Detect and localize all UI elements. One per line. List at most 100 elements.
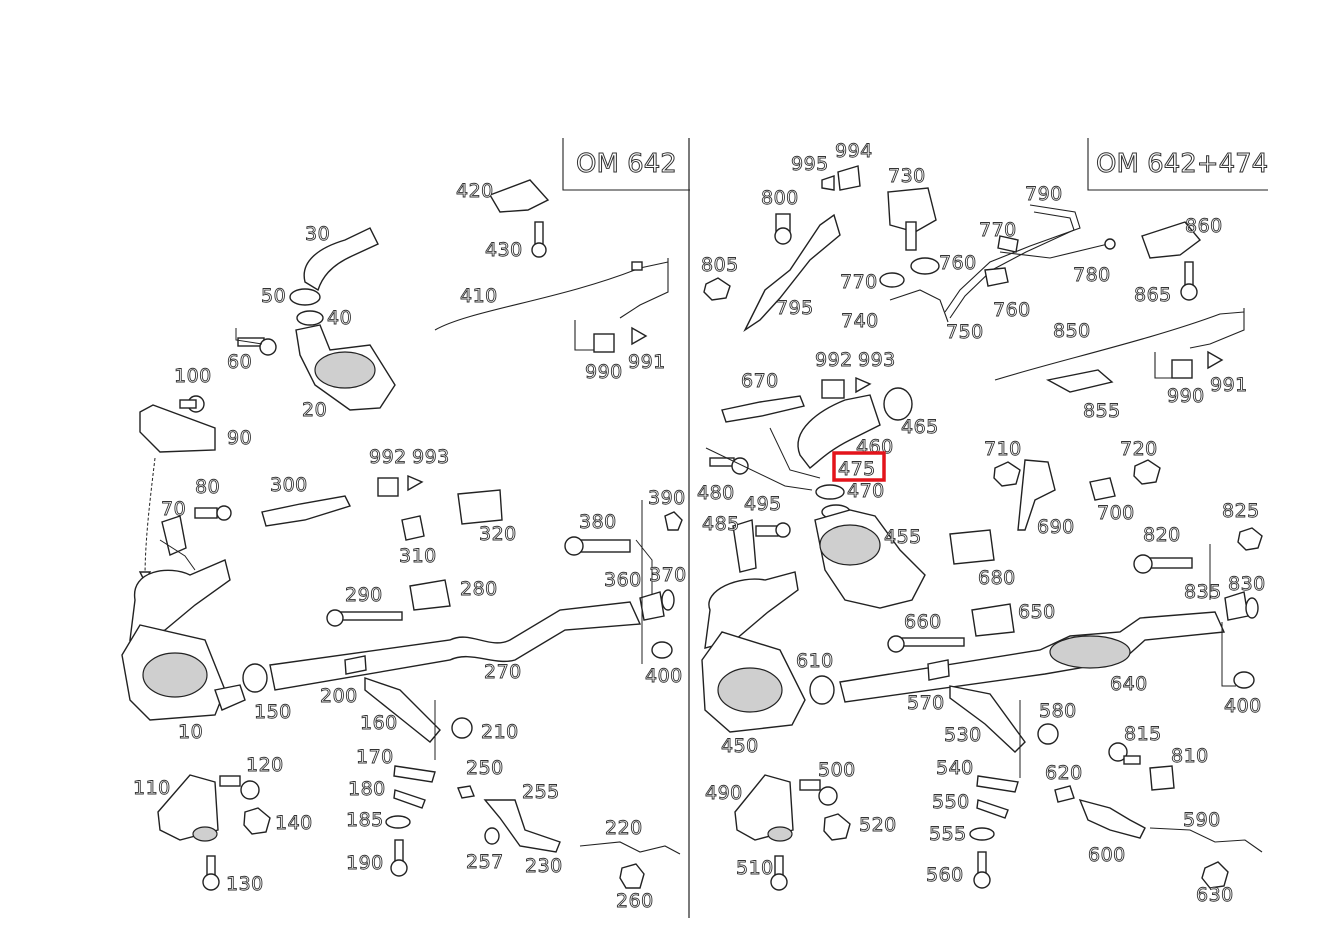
right-panel-title: OM 642+474 bbox=[1096, 149, 1268, 179]
label-210: 210 bbox=[481, 721, 519, 743]
label-30: 30 bbox=[305, 223, 330, 245]
label-560: 560 bbox=[926, 864, 964, 886]
label-991: 991 bbox=[628, 351, 666, 373]
label-185: 185 bbox=[346, 809, 384, 831]
label-540: 540 bbox=[936, 757, 974, 779]
label-825: 825 bbox=[1222, 500, 1260, 522]
label-10: 10 bbox=[178, 721, 203, 743]
label-730: 730 bbox=[888, 165, 926, 187]
label-780: 780 bbox=[1073, 264, 1111, 286]
label-550: 550 bbox=[932, 791, 970, 813]
label-700: 700 bbox=[1097, 502, 1135, 524]
label-80: 80 bbox=[195, 476, 220, 498]
left-part-labels: 420 430 30 50 40 410 60 990 991 20 100 9… bbox=[133, 180, 687, 913]
label-993-left: 993 bbox=[412, 446, 450, 468]
label-805: 805 bbox=[701, 254, 739, 276]
label-60: 60 bbox=[227, 351, 252, 373]
label-865: 865 bbox=[1134, 284, 1172, 306]
label-790: 790 bbox=[1025, 183, 1063, 205]
label-800: 800 bbox=[761, 187, 799, 209]
label-430: 430 bbox=[485, 239, 523, 261]
label-855: 855 bbox=[1083, 400, 1121, 422]
label-170: 170 bbox=[356, 746, 394, 768]
label-760-b: 760 bbox=[993, 299, 1031, 321]
label-400-right: 400 bbox=[1224, 695, 1262, 717]
label-470: 470 bbox=[847, 480, 885, 502]
label-190: 190 bbox=[346, 852, 384, 874]
right-title-box bbox=[1087, 138, 1268, 191]
label-230: 230 bbox=[525, 855, 563, 877]
label-50: 50 bbox=[261, 285, 286, 307]
label-270: 270 bbox=[484, 661, 522, 683]
label-835: 835 bbox=[1184, 581, 1222, 603]
label-530: 530 bbox=[944, 724, 982, 746]
label-570: 570 bbox=[907, 692, 945, 714]
label-257: 257 bbox=[466, 851, 504, 873]
label-510: 510 bbox=[736, 857, 774, 879]
label-120: 120 bbox=[246, 754, 284, 776]
label-660: 660 bbox=[904, 611, 942, 633]
label-280: 280 bbox=[460, 578, 498, 600]
label-40: 40 bbox=[327, 307, 352, 329]
label-640: 640 bbox=[1110, 673, 1148, 695]
label-220: 220 bbox=[605, 817, 643, 839]
label-380: 380 bbox=[579, 511, 617, 533]
label-475: 475 bbox=[838, 458, 876, 480]
label-150: 150 bbox=[254, 701, 292, 723]
label-770-a: 770 bbox=[979, 219, 1017, 241]
label-860: 860 bbox=[1185, 215, 1223, 237]
label-580: 580 bbox=[1039, 700, 1077, 722]
label-995: 995 bbox=[791, 153, 829, 175]
label-850: 850 bbox=[1053, 320, 1091, 342]
label-810: 810 bbox=[1171, 745, 1209, 767]
label-650: 650 bbox=[1018, 601, 1056, 623]
label-140: 140 bbox=[275, 812, 313, 834]
label-20: 20 bbox=[302, 399, 327, 421]
label-770-b: 770 bbox=[840, 271, 878, 293]
label-495: 495 bbox=[744, 493, 782, 515]
label-990: 990 bbox=[585, 361, 623, 383]
label-370: 370 bbox=[649, 564, 687, 586]
label-480: 480 bbox=[697, 482, 735, 504]
label-100: 100 bbox=[174, 365, 212, 387]
label-620: 620 bbox=[1045, 762, 1083, 784]
label-830: 830 bbox=[1228, 573, 1266, 595]
label-490: 490 bbox=[705, 782, 743, 804]
label-485: 485 bbox=[702, 513, 740, 535]
label-90: 90 bbox=[227, 427, 252, 449]
label-390: 390 bbox=[648, 487, 686, 509]
label-992-right: 992 bbox=[815, 349, 853, 371]
label-992-left: 992 bbox=[369, 446, 407, 468]
label-520: 520 bbox=[859, 814, 897, 836]
label-260: 260 bbox=[616, 890, 654, 912]
label-991-right: 991 bbox=[1210, 374, 1248, 396]
label-610: 610 bbox=[796, 650, 834, 672]
left-panel-parts bbox=[121, 179, 683, 891]
leader-lines bbox=[159, 328, 1236, 778]
label-455: 455 bbox=[884, 526, 922, 548]
label-290: 290 bbox=[345, 584, 383, 606]
label-70: 70 bbox=[161, 498, 186, 520]
label-465: 465 bbox=[901, 416, 939, 438]
label-994: 994 bbox=[835, 140, 873, 162]
label-990-right: 990 bbox=[1167, 385, 1205, 407]
label-180: 180 bbox=[348, 778, 386, 800]
label-670: 670 bbox=[741, 370, 779, 392]
label-815: 815 bbox=[1124, 723, 1162, 745]
label-760-a: 760 bbox=[939, 252, 977, 274]
label-320: 320 bbox=[479, 523, 517, 545]
right-panel-parts bbox=[701, 165, 1263, 891]
label-200: 200 bbox=[320, 685, 358, 707]
label-310: 310 bbox=[399, 545, 437, 567]
label-590: 590 bbox=[1183, 809, 1221, 831]
label-250: 250 bbox=[466, 757, 504, 779]
highlight-box-475 bbox=[832, 451, 886, 482]
left-title-box bbox=[562, 138, 690, 191]
label-630: 630 bbox=[1196, 884, 1234, 906]
label-680: 680 bbox=[978, 567, 1016, 589]
label-820: 820 bbox=[1143, 524, 1181, 546]
label-500: 500 bbox=[818, 759, 856, 781]
label-710: 710 bbox=[984, 438, 1022, 460]
label-360: 360 bbox=[604, 569, 642, 591]
